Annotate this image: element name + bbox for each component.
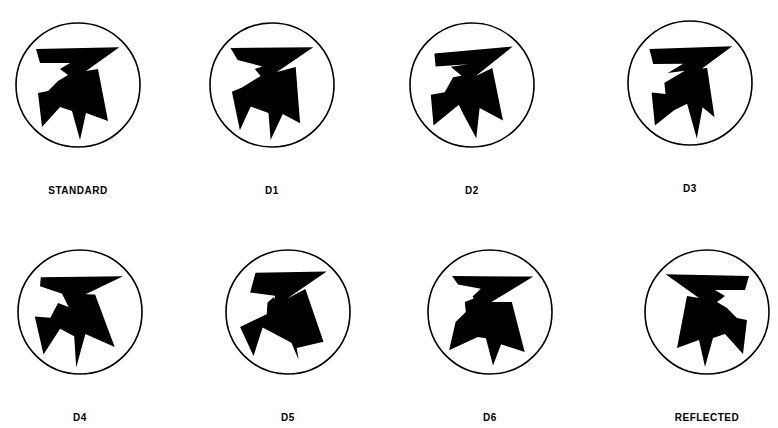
random-polygon <box>240 272 327 360</box>
stimulus-circle <box>16 23 140 147</box>
stimulus-circle <box>645 250 769 374</box>
random-polygon <box>649 46 732 138</box>
figure-label: STANDARD <box>48 185 107 196</box>
figure-label: D2 <box>465 185 479 196</box>
stimulus-circle <box>226 250 350 374</box>
random-polygon <box>666 274 749 367</box>
figure-label: D5 <box>281 412 295 423</box>
stimulus-circle <box>18 250 142 374</box>
stimulus-circle <box>628 21 752 145</box>
stimulus-circle <box>428 250 552 374</box>
stimulus-circle <box>410 23 534 147</box>
random-polygon <box>36 47 119 140</box>
figure-label: D4 <box>73 412 87 423</box>
random-polygon <box>231 47 314 140</box>
random-polygon <box>449 276 533 365</box>
random-polygon <box>431 47 513 139</box>
figure-label: D6 <box>483 412 497 423</box>
figure-label: REFLECTED <box>675 412 740 423</box>
stimulus-circle <box>210 23 334 147</box>
figure-label: D3 <box>683 183 697 194</box>
figure-label: D1 <box>265 185 279 196</box>
random-polygon <box>35 276 123 367</box>
